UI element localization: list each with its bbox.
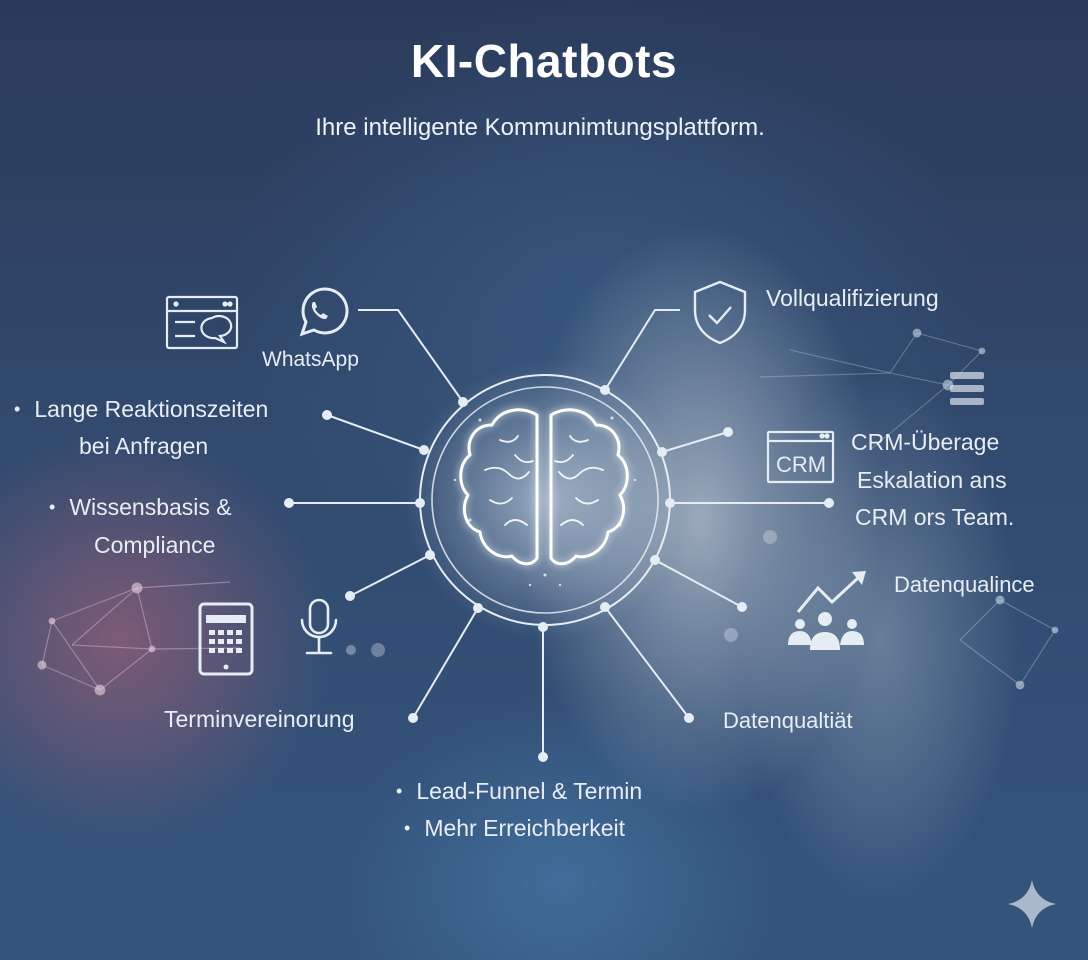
crm-window-icon [766,430,835,484]
problem-knowledge-line1: Wissensbasis & [49,489,231,528]
network-decoration-left [37,581,241,696]
data-quality-lower-label: Datenqualtiät [723,708,853,733]
data-quality-upper-label: Datenqualince [894,572,1035,597]
bottom-item-reachability: Mehr Erreichberkeit [404,810,625,849]
page-subtitle: Ihre intelligente Kommunimtungsplattform… [315,114,765,141]
chat-window-icon [165,295,239,350]
crm-label-line2: Eskalation ans [857,467,1007,493]
problem-knowledge-line2: Compliance [94,532,216,558]
crm-label-line3: CRM ors Team. [855,504,1015,530]
page-title: KI-Chatbots [410,35,678,87]
team-growth-icon [788,571,866,650]
shield-check-icon [693,280,747,345]
crm-icon-text: CRM [776,452,826,477]
bottom-item-lead-funnel: Lead-Funnel & Termin [396,773,642,812]
network-decoration-right [346,328,1059,690]
whatsapp-phone-glyph [311,302,328,320]
calendar-tablet-icon [198,602,254,676]
connector-lines [289,309,829,757]
crm-label-line1: CRM-Überage [851,429,1000,455]
problem-reaction-time-line2: bei Anfragen [79,433,209,459]
microphone-icon [300,598,338,655]
stack-icon [950,372,984,405]
whatsapp-label: WhatsApp [262,348,359,371]
problem-reaction-time-line1: Lange Reaktionszeiten [14,391,268,430]
appointment-label: Terminvereinorung [164,706,355,732]
inner-ring [431,386,659,614]
whatsapp-icon [299,287,349,337]
connector-nodes [284,385,834,762]
qualification-label: Vollqualifizierung [766,285,939,311]
calendar-grid [209,630,242,653]
